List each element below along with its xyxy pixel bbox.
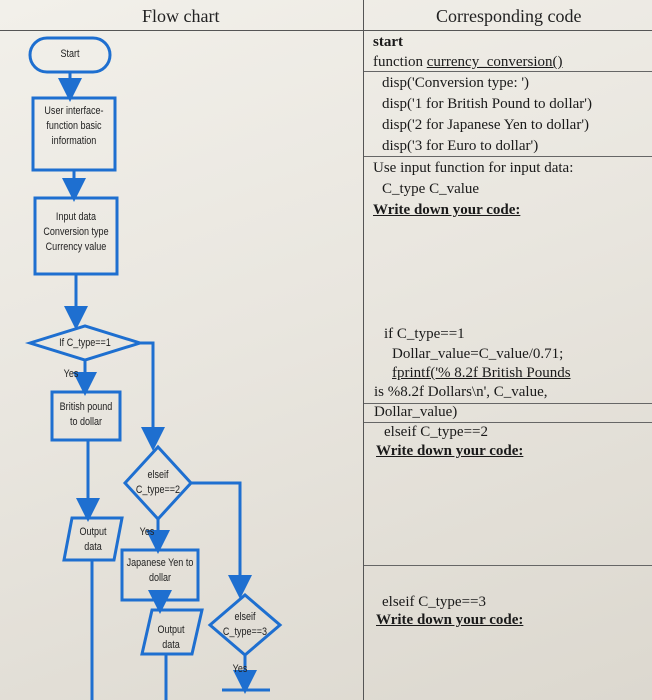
output2-line-2: data xyxy=(162,639,180,651)
elseif2-text: elseif C_type==2 xyxy=(133,468,182,498)
code-disp-3: disp('2 for Japanese Yen to dollar') xyxy=(382,117,590,133)
british-box-line-2: to dollar xyxy=(69,416,103,428)
start-label: Start xyxy=(60,48,80,60)
elseif3-diamond xyxy=(207,593,283,657)
code-function-keyword: function xyxy=(373,54,427,70)
code-dollar-assign: Dollar_value=C_value/0.71; xyxy=(392,346,564,362)
row-divider xyxy=(364,403,652,404)
code-input-vars: C_type C_value xyxy=(382,181,480,197)
input-box-text: Input data Conversion type Currency valu… xyxy=(42,210,109,255)
japanese-box-text: Japanese Yen to dollar xyxy=(126,556,195,586)
code-fprintf-3: Dollar_value) xyxy=(374,404,458,420)
output2-text: Output data xyxy=(149,623,193,653)
input-box-line-1: Input data xyxy=(55,211,97,223)
output1-line-1: Output xyxy=(79,526,107,538)
row-divider xyxy=(364,422,652,423)
elseif3-line-1: elseif xyxy=(234,611,256,623)
ui-box-line-1: User interface- xyxy=(44,105,104,117)
output1-line-2: data xyxy=(84,541,102,553)
flowchart-header: Flow chart xyxy=(142,6,220,26)
british-box-text: British pound to dollar xyxy=(56,400,115,430)
japanese-box-line-1: Japanese Yen to xyxy=(126,557,194,569)
elseif2-line-2: C_type==2 xyxy=(135,484,181,496)
row-divider xyxy=(364,156,652,157)
elseif3-text: elseif C_type==3 xyxy=(220,610,269,640)
code-if1: if C_type==1 xyxy=(384,326,465,342)
code-disp-4: disp('3 for Euro to dollar') xyxy=(382,138,539,154)
code-write-prompt-1: Write down your code: xyxy=(373,202,521,218)
code-disp-1: disp('Conversion type: ') xyxy=(382,75,530,91)
code-function-name: currency_conversion() xyxy=(426,54,563,70)
input-box-line-2: Conversion type xyxy=(43,226,109,238)
code-fprintf-2: is %8.2f Dollars\n', C_value, xyxy=(374,384,548,400)
code-elseif2: elseif C_type==2 xyxy=(384,424,488,440)
row-divider xyxy=(364,71,652,72)
ui-box-line-2: function basic xyxy=(46,120,102,132)
table-header: Flow chart Corresponding code xyxy=(0,0,652,31)
code-header: Corresponding code xyxy=(436,6,582,26)
code-function-line: function currency_conversion() xyxy=(373,52,563,72)
input-box-line-3: Currency value xyxy=(45,241,107,253)
ui-box-line-3: information xyxy=(51,135,97,147)
code-input-instruction: Use input function for input data: xyxy=(373,160,574,176)
ui-box-text: User interface- function basic informati… xyxy=(40,104,107,149)
code-disp-2: disp('1 for British Pound to dollar') xyxy=(382,96,592,112)
output1-text: Output data xyxy=(71,525,115,555)
code-write-prompt-3: Write down your code: xyxy=(376,612,524,628)
yes3-label: Yes xyxy=(232,663,248,675)
flowchart-graphic xyxy=(24,36,283,700)
yes2-label: Yes xyxy=(139,526,155,538)
code-start: start xyxy=(373,34,403,50)
elseif2-line-1: elseif xyxy=(147,469,169,481)
code-write-prompt-2: Write down your code: xyxy=(376,443,524,459)
code-elseif3: elseif C_type==3 xyxy=(382,594,486,610)
code-fprintf-1: fprintf('% 8.2f British Pounds xyxy=(392,365,571,381)
if1-label: If C_type==1 xyxy=(59,337,111,349)
elseif3-line-2: C_type==3 xyxy=(222,626,268,638)
row-divider xyxy=(364,565,652,566)
flowchart-column: Start User interface- function basic inf… xyxy=(0,30,363,700)
code-column: start function currency_conversion() dis… xyxy=(364,30,652,700)
output2-parallelogram xyxy=(140,608,204,656)
yes1-label: Yes xyxy=(63,368,79,380)
japanese-box-line-2: dollar xyxy=(148,572,172,584)
output2-line-1: Output xyxy=(157,624,185,636)
column-divider xyxy=(363,0,364,700)
british-box-line-1: British pound xyxy=(59,401,113,413)
output1-parallelogram xyxy=(62,516,124,562)
